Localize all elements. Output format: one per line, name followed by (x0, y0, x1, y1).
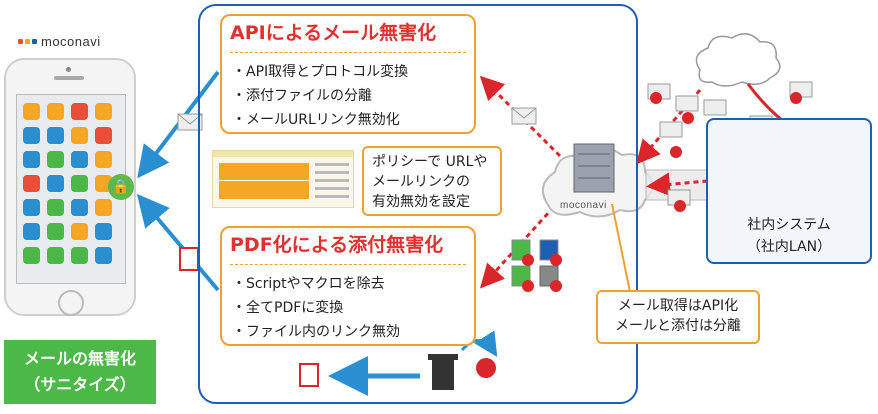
envelope-icon (511, 107, 537, 125)
pdf-sanitize-item: ・ファイル内のリンク無効 (232, 324, 400, 340)
sanitize-label-line2: （サニタイズ） (24, 375, 136, 394)
app-icon-grid (23, 103, 113, 265)
attachment-icons (511, 239, 562, 292)
api-callout-line: メール取得はAPI化 (617, 298, 739, 314)
arrow-to-phone-bottom (136, 193, 220, 292)
pdf-sanitize-item: ・Scriptやマクロを除去 (232, 276, 385, 292)
internal-system-label: 社内システム (747, 217, 831, 233)
api-sanitize-card: APIによるメール無害化 ・API取得とプロトコル変換 ・添付ファイルの分離 ・… (220, 14, 476, 134)
server-icon (573, 143, 615, 193)
policy-callout-line: ポリシーで URLや (372, 154, 488, 170)
moconavi-logo: moconavi (18, 34, 101, 49)
cloud-label: moconavi (560, 200, 607, 211)
logo-mark-icon (18, 39, 37, 44)
pdf-sanitize-item: ・全てPDFに変換 (232, 300, 344, 316)
api-sanitize-item: ・添付ファイルの分離 (232, 88, 372, 104)
api-callout-line: メールと添付は分離 (615, 318, 741, 334)
pdf-sanitize-card: PDF化による添付無害化 ・Scriptやマクロを除去 ・全てPDFに変換 ・フ… (220, 226, 476, 346)
policy-callout-line: 有効無効を設定 (372, 194, 470, 210)
logo-text: moconavi (41, 34, 101, 49)
api-callout: メール取得はAPI化 メールと添付は分離 (596, 290, 760, 344)
envelope-icon (177, 113, 203, 131)
home-button (58, 290, 84, 316)
api-sanitize-item: ・API取得とプロトコル変換 (232, 64, 409, 80)
smartphone (4, 58, 136, 316)
api-sanitize-title: APIによるメール無害化 (230, 22, 437, 44)
internal-lan-box: 社内システム （社内LAN） (706, 118, 872, 264)
camera-icon (66, 67, 71, 72)
phone-screen (16, 94, 126, 284)
sanitize-label-line1: メールの無害化 (23, 349, 136, 368)
sanitize-label: メールの無害化 （サニタイズ） (4, 340, 156, 404)
pdf-sanitize-title: PDF化による添付無害化 (230, 234, 444, 256)
api-sanitize-item: ・メールURLリンク無効化 (232, 112, 400, 128)
internal-lan-label: （社内LAN） (746, 239, 832, 255)
moconavi-gateway-frame (198, 4, 638, 404)
pdf-icon (299, 363, 319, 387)
virus-icon (476, 358, 496, 378)
trash-icon (432, 360, 454, 390)
pdf-icon (179, 247, 199, 271)
internet-cloud (695, 33, 781, 87)
policy-settings-screenshot (212, 150, 354, 208)
speaker-icon (54, 76, 84, 80)
policy-callout-line: メールリンクの (372, 174, 470, 190)
policy-callout: ポリシーで URLや メールリンクの 有効無効を設定 (362, 146, 502, 216)
lock-icon: 🔒 (108, 174, 134, 200)
